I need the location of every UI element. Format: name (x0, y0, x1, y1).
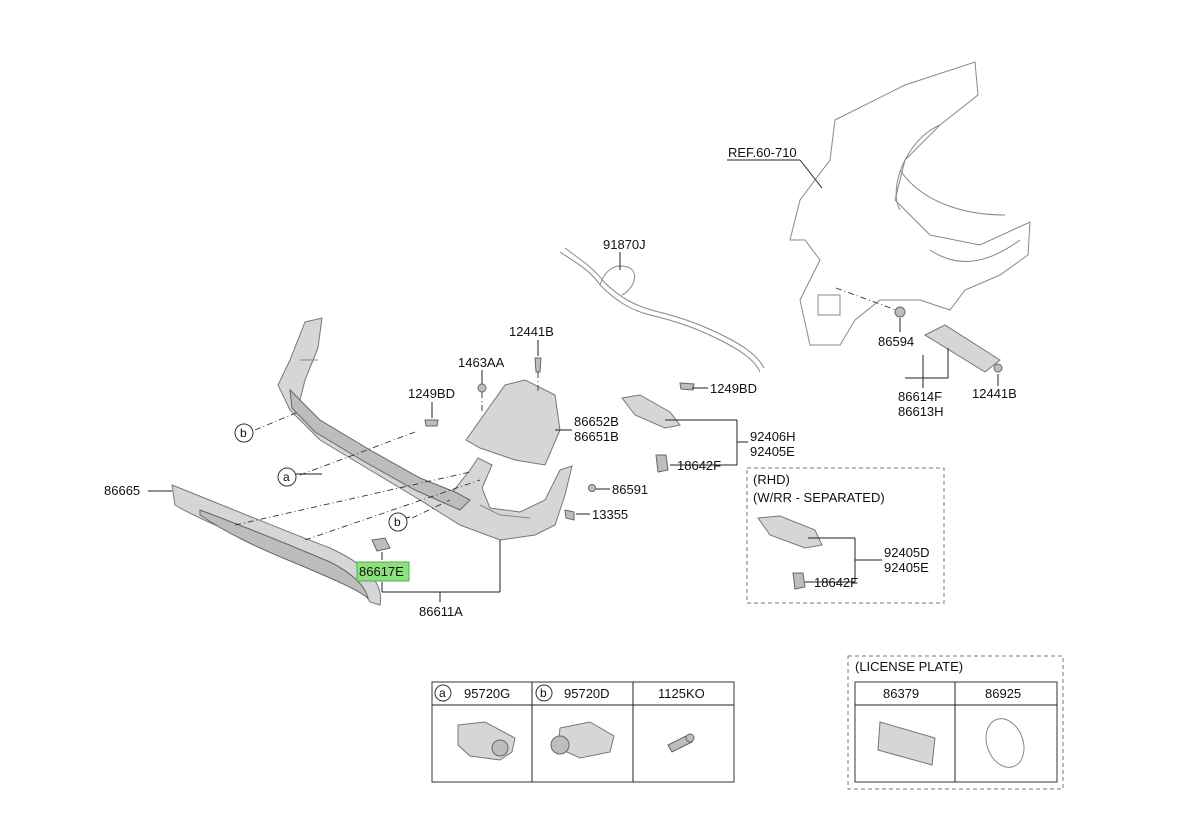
reflector-lamp (621, 394, 681, 429)
ref-leader-2 (799, 159, 823, 189)
parking-sensor-a (457, 721, 516, 761)
leader-lines (148, 318, 999, 602)
bulb (655, 454, 669, 473)
label-1249bd-right: 1249BD (710, 381, 757, 396)
bolt-part: 1125KO (658, 686, 705, 701)
label-86614f: 86614F (898, 389, 942, 404)
lower-guard (171, 484, 382, 606)
bracket-86617e (371, 537, 391, 552)
license-gasket (985, 718, 1025, 768)
clip-1463aa (477, 383, 487, 393)
label-86651b: 86651B (574, 429, 619, 444)
license-part-1: 86379 (883, 686, 919, 701)
callout-b-lower (388, 512, 408, 532)
label-92405d: 92405D (884, 545, 930, 560)
license-part-2: 86925 (985, 686, 1021, 701)
screw-1249bd-left (424, 419, 439, 427)
screw-1249bd-right (679, 382, 695, 391)
svg-text:b: b (394, 515, 401, 529)
svg-text:a: a (439, 686, 446, 700)
rhd-box: (RHD) (W/RR - SEPARATED) 92405D 92405E 1… (746, 467, 945, 604)
label-92405e: 92405E (750, 444, 795, 459)
license-title: (LICENSE PLATE) (855, 659, 963, 674)
side-cover (465, 379, 561, 466)
bracket-86614f (923, 324, 1001, 373)
svg-text:a: a (283, 470, 290, 484)
clip-86594 (894, 306, 906, 318)
highlight-86617e (356, 561, 410, 582)
clip-86591 (588, 484, 596, 492)
wiring-harness (559, 251, 761, 373)
bolt-12441b (534, 357, 542, 373)
svg-text:b: b (540, 686, 547, 700)
label-1463aa: 1463AA (458, 355, 505, 370)
rhd-title: (RHD) (753, 472, 790, 487)
rhd-subtitle: (W/RR - SEPARATED) (753, 490, 885, 505)
svg-text:b: b (240, 426, 247, 440)
label-92406h: 92406H (750, 429, 796, 444)
sensor-b-part: 95720D (564, 686, 610, 701)
label-13355: 13355 (592, 507, 628, 522)
license-plate-box: (LICENSE PLATE) 86379 86925 (847, 655, 1064, 790)
rhd-bulb (792, 572, 806, 590)
license-lamp (877, 721, 936, 766)
callout-b-upper (234, 423, 254, 443)
label-rhd-92405e: 92405E (884, 560, 929, 575)
sensor-table: a 95720G b 95720D 1125KO (431, 681, 735, 783)
label-12441b-right: 12441B (972, 386, 1017, 401)
harness-label: 91870J (603, 237, 646, 252)
label-18642f: 18642F (677, 458, 721, 473)
label-86611a: 86611A (419, 604, 463, 619)
label-1249bd-left: 1249BD (408, 386, 455, 401)
bolt-12441b-right (993, 363, 1003, 373)
label-86591: 86591 (612, 482, 648, 497)
label-86594: 86594 (878, 334, 914, 349)
rhd-reflector-lamp (757, 515, 823, 549)
clip-13355 (564, 509, 575, 521)
label-86613h: 86613H (898, 404, 944, 419)
ref-label: REF.60-710 (728, 145, 797, 160)
label-86617e[interactable]: 86617E (359, 564, 404, 579)
sensor-a-part: 95720G (464, 686, 510, 701)
callout-a (277, 467, 297, 487)
label-rhd-18642f: 18642F (814, 575, 858, 590)
label-12441b: 12441B (509, 324, 554, 339)
label-86652b: 86652B (574, 414, 619, 429)
rear-bumper-cover (277, 317, 573, 541)
label-86665: 86665 (104, 483, 140, 498)
quarter-panel-outline (789, 61, 1031, 346)
